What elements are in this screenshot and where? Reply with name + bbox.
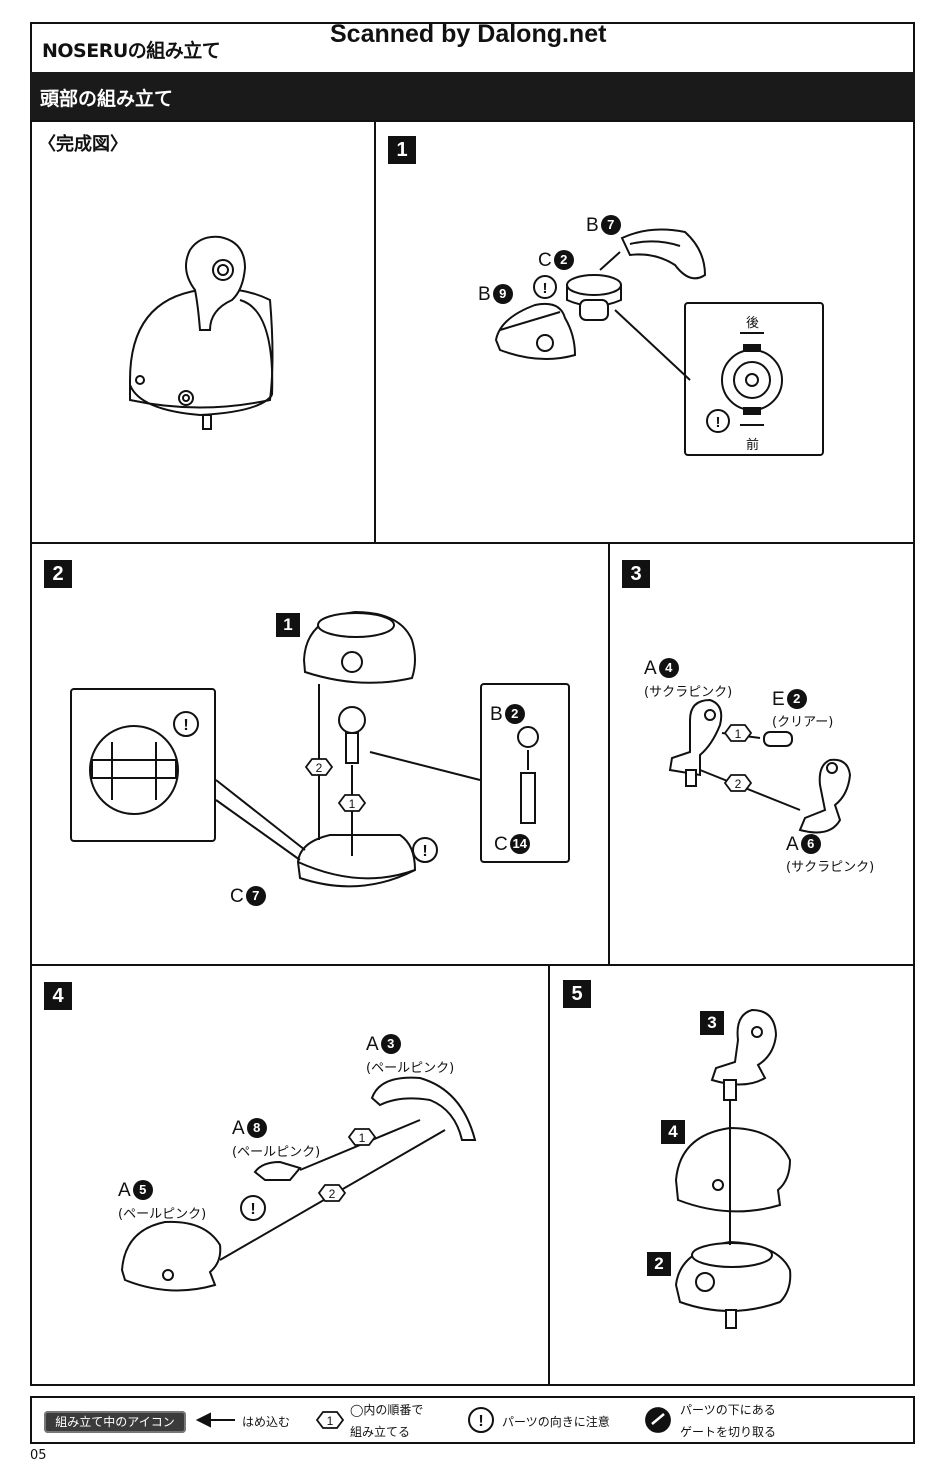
caution-icon: ! xyxy=(422,843,427,860)
part-letter: C xyxy=(538,250,552,271)
sequence-1-icon: 1 xyxy=(359,1131,366,1145)
sequence-icon xyxy=(315,1411,345,1429)
completed-label: 〈完成図〉 xyxy=(38,134,128,155)
part-letter: A xyxy=(644,658,657,679)
caution-icon: ! xyxy=(716,414,721,431)
caution-icon xyxy=(468,1407,494,1433)
part-letter: A xyxy=(118,1180,131,1201)
part-number: 3 xyxy=(380,1034,401,1054)
page-title: NOSERUの組み立て xyxy=(42,40,221,62)
part-number: 8 xyxy=(246,1118,267,1138)
icon-legend: 組み立て中のアイコン はめ込む ◯内の順番で 組み立てる パーツの向きに注意 パ… xyxy=(30,1396,915,1444)
caution-icon: ! xyxy=(250,1201,255,1218)
gate-cut-icon xyxy=(651,1413,665,1425)
sequence-2-icon: 2 xyxy=(329,1187,336,1201)
part-letter: E xyxy=(772,689,785,710)
legend-gate-line1: パーツの下にある xyxy=(680,1403,776,1417)
legend-orientation: パーツの向きに注意 xyxy=(502,1415,610,1429)
arrow-icon xyxy=(195,1412,211,1428)
part-color-e2: (クリアー) xyxy=(772,715,834,730)
header-bar: NOSERUの組み立て xyxy=(30,22,915,72)
page-number: 05 xyxy=(30,1448,47,1463)
detail-back-label: 後 xyxy=(746,316,760,331)
part-letter: A xyxy=(366,1034,379,1055)
part-letter: C xyxy=(230,886,244,907)
part-number: 2 xyxy=(553,250,574,270)
step-ref-3: 3 xyxy=(700,1011,724,1035)
part-number: 4 xyxy=(658,658,679,678)
part-color-a4: (サクラピンク) xyxy=(644,685,733,700)
part-number: 5 xyxy=(132,1180,153,1200)
legend-sequence-number: 1 xyxy=(327,1414,334,1428)
sequence-2-icon: 2 xyxy=(735,777,742,791)
part-number: 2 xyxy=(786,689,807,709)
legend-order-line1: ◯内の順番で xyxy=(350,1403,424,1417)
part-color-a6: (サクラピンク) xyxy=(786,860,875,875)
caution-icon: ! xyxy=(543,280,548,297)
substep-ref-1: 1 xyxy=(276,613,300,637)
part-number: 6 xyxy=(800,834,821,854)
sequence-2-icon: 2 xyxy=(316,761,323,775)
part-number: 9 xyxy=(492,284,513,304)
part-letter: C xyxy=(494,834,508,855)
part-number: 2 xyxy=(504,704,525,724)
legend-gate-line2: ゲートを切り取る xyxy=(680,1425,777,1439)
step-badge-5: 5 xyxy=(563,980,591,1008)
step-badge-2: 2 xyxy=(44,560,72,588)
panel-step-5 xyxy=(548,964,915,1386)
sequence-1-icon: 1 xyxy=(735,727,742,741)
part-letter: A xyxy=(232,1118,245,1139)
detail-inset-box xyxy=(684,302,824,456)
step-ref-2: 2 xyxy=(647,1252,671,1276)
section-bar: 頭部の組み立て xyxy=(30,72,915,120)
step-ref-4: 4 xyxy=(661,1120,685,1144)
part-letter: A xyxy=(786,834,799,855)
step-badge-1: 1 xyxy=(388,136,416,164)
legend-order-line2: 組み立てる xyxy=(350,1425,411,1439)
part-letter: B xyxy=(586,215,599,236)
scan-watermark: Scanned by Dalong.net xyxy=(330,20,607,48)
caution-icon: ! xyxy=(478,1413,483,1430)
section-title: 頭部の組み立て xyxy=(40,88,174,110)
legend-snap-in: はめ込む xyxy=(242,1415,291,1429)
part-color-a3: (ペールピンク) xyxy=(366,1061,455,1076)
part-color-a8: (ペールピンク) xyxy=(232,1145,321,1160)
part-number: 14 xyxy=(509,834,530,854)
inset-orientation xyxy=(70,688,216,842)
sequence-1-icon: 1 xyxy=(349,797,356,811)
part-number: 7 xyxy=(600,215,621,235)
part-number: 7 xyxy=(245,886,266,906)
part-letter: B xyxy=(478,284,491,305)
caution-icon: ! xyxy=(183,717,188,734)
detail-front-label: 前 xyxy=(746,438,760,453)
inset-b2-c14 xyxy=(480,683,570,863)
step-badge-4: 4 xyxy=(44,982,72,1010)
step-badge-3: 3 xyxy=(622,560,650,588)
part-letter: B xyxy=(490,704,503,725)
legend-title: 組み立て中のアイコン xyxy=(44,1411,186,1433)
part-color-a5: (ペールピンク) xyxy=(118,1207,207,1222)
